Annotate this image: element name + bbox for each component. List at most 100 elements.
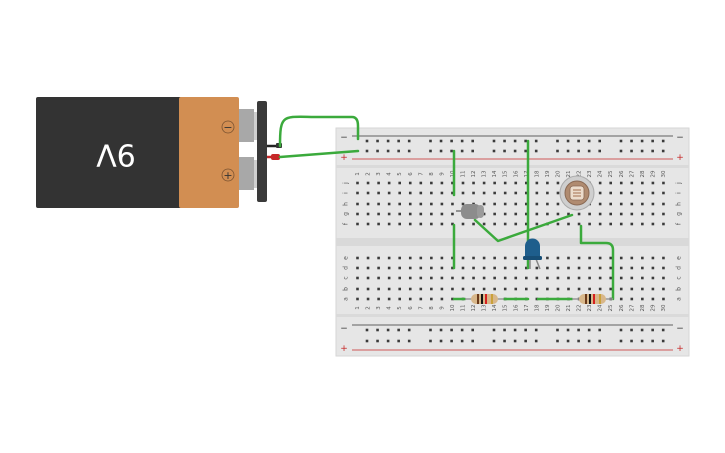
breadboard-hole[interactable] <box>651 202 655 206</box>
breadboard-hole[interactable] <box>440 181 444 185</box>
breadboard-hole[interactable] <box>419 297 423 301</box>
rail-hole[interactable] <box>587 339 591 343</box>
phototransistor[interactable] <box>456 204 484 219</box>
breadboard-hole[interactable] <box>377 202 380 206</box>
breadboard-hole[interactable] <box>609 222 612 226</box>
breadboard-hole[interactable] <box>472 276 475 280</box>
breadboard-hole[interactable] <box>662 181 665 185</box>
breadboard-hole[interactable] <box>514 202 518 206</box>
rail-hole[interactable] <box>556 328 559 332</box>
rail-hole[interactable] <box>439 149 443 153</box>
breadboard-hole[interactable] <box>377 212 380 216</box>
rail-hole[interactable] <box>566 149 570 153</box>
rail-hole[interactable] <box>556 139 559 143</box>
breadboard-hole[interactable] <box>377 266 380 270</box>
rail-hole[interactable] <box>397 339 400 343</box>
rail-hole[interactable] <box>471 139 474 143</box>
rail-hole[interactable] <box>524 149 527 153</box>
rail-hole[interactable] <box>534 328 538 332</box>
breadboard-hole[interactable] <box>461 266 465 270</box>
breadboard-hole[interactable] <box>356 212 359 216</box>
breadboard-hole[interactable] <box>356 287 359 291</box>
led-blue[interactable] <box>523 238 542 270</box>
breadboard-hole[interactable] <box>525 287 528 291</box>
breadboard-hole[interactable] <box>588 212 591 216</box>
rail-hole[interactable] <box>630 149 633 153</box>
breadboard-hole[interactable] <box>387 181 391 185</box>
breadboard-hole[interactable] <box>430 212 433 216</box>
breadboard-hole[interactable] <box>662 287 665 291</box>
breadboard-hole[interactable] <box>440 276 444 280</box>
rail-hole[interactable] <box>524 339 527 343</box>
breadboard-hole[interactable] <box>641 181 644 185</box>
breadboard-hole[interactable] <box>482 212 486 216</box>
wire-negative-to-rail[interactable] <box>278 115 360 148</box>
breadboard-hole[interactable] <box>356 191 359 195</box>
rail-hole[interactable] <box>407 339 411 343</box>
breadboard-hole[interactable] <box>662 266 665 270</box>
rail-hole[interactable] <box>503 339 506 343</box>
breadboard-hole[interactable] <box>419 191 423 195</box>
breadboard-hole[interactable] <box>461 287 465 291</box>
breadboard-hole[interactable] <box>514 212 518 216</box>
breadboard-hole[interactable] <box>630 181 634 185</box>
breadboard-hole[interactable] <box>419 266 423 270</box>
rail-hole[interactable] <box>365 149 369 153</box>
breadboard-hole[interactable] <box>588 222 591 226</box>
rail-hole[interactable] <box>503 149 506 153</box>
breadboard-hole[interactable] <box>430 191 433 195</box>
breadboard-hole[interactable] <box>493 222 496 226</box>
breadboard-hole[interactable] <box>356 181 359 185</box>
breadboard-hole[interactable] <box>630 256 634 260</box>
breadboard-hole[interactable] <box>387 212 391 216</box>
breadboard-hole[interactable] <box>440 287 444 291</box>
wire-positive-to-rail[interactable] <box>278 149 360 159</box>
breadboard-hole[interactable] <box>430 181 433 185</box>
breadboard-hole[interactable] <box>482 256 486 260</box>
breadboard-hole[interactable] <box>598 212 602 216</box>
breadboard-hole[interactable] <box>472 256 475 260</box>
breadboard-hole[interactable] <box>430 276 433 280</box>
breadboard-hole[interactable] <box>546 181 549 185</box>
rail-hole[interactable] <box>577 139 580 143</box>
breadboard-hole[interactable] <box>451 212 454 216</box>
breadboard-hole[interactable] <box>556 256 560 260</box>
breadboard-hole[interactable] <box>461 202 465 206</box>
breadboard-hole[interactable] <box>472 222 475 226</box>
breadboard-hole[interactable] <box>514 287 518 291</box>
rail-hole[interactable] <box>429 339 432 343</box>
breadboard-hole[interactable] <box>514 256 518 260</box>
breadboard-hole[interactable] <box>525 212 528 216</box>
breadboard-hole[interactable] <box>461 191 465 195</box>
breadboard-hole[interactable] <box>493 212 496 216</box>
rail-hole[interactable] <box>460 339 464 343</box>
breadboard-hole[interactable] <box>440 222 444 226</box>
breadboard-hole[interactable] <box>641 202 644 206</box>
breadboard-hole[interactable] <box>387 287 391 291</box>
rail-hole[interactable] <box>460 149 464 153</box>
breadboard-hole[interactable] <box>377 256 380 260</box>
rail-hole[interactable] <box>460 139 464 143</box>
breadboard-hole[interactable] <box>440 266 444 270</box>
breadboard-hole[interactable] <box>577 266 581 270</box>
breadboard-hole[interactable] <box>588 256 591 260</box>
breadboard-hole[interactable] <box>651 297 655 301</box>
rail-hole[interactable] <box>534 339 538 343</box>
rail-hole[interactable] <box>640 149 644 153</box>
breadboard-hole[interactable] <box>472 266 475 270</box>
breadboard-hole[interactable] <box>609 181 612 185</box>
breadboard-hole[interactable] <box>619 202 623 206</box>
rail-hole[interactable] <box>534 149 538 153</box>
breadboard-hole[interactable] <box>398 276 401 280</box>
rail-hole[interactable] <box>492 139 496 143</box>
breadboard-hole[interactable] <box>493 256 496 260</box>
breadboard-hole[interactable] <box>651 191 655 195</box>
rail-hole[interactable] <box>640 139 644 143</box>
breadboard-hole[interactable] <box>451 202 454 206</box>
rail-hole[interactable] <box>661 149 665 153</box>
breadboard-hole[interactable] <box>366 297 370 301</box>
breadboard-hole[interactable] <box>366 276 370 280</box>
rail-hole[interactable] <box>439 139 443 143</box>
breadboard-hole[interactable] <box>461 222 465 226</box>
breadboard-hole[interactable] <box>546 256 549 260</box>
